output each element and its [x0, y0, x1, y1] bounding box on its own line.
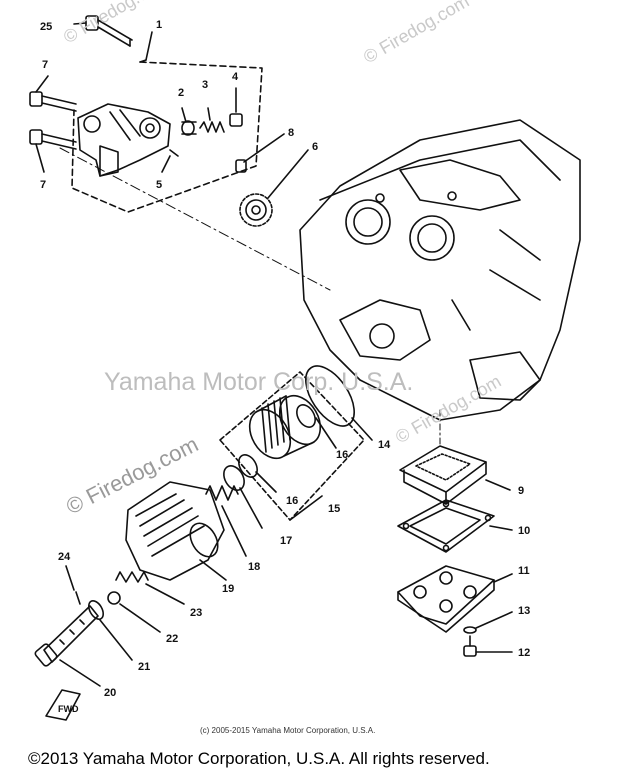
part-label-16-upper: 16	[336, 449, 348, 461]
part-label-9: 9	[518, 485, 524, 497]
spring-23	[115, 571, 185, 605]
crankcase	[299, 119, 581, 421]
part-label-7-upper: 7	[42, 59, 48, 71]
oil-pump-body	[77, 103, 171, 177]
oil-pan-cover-11	[397, 565, 513, 633]
part-label-25: 25	[40, 21, 52, 33]
part-label-6: 6	[312, 141, 318, 153]
svg-text:FWD: FWD	[58, 704, 79, 714]
spring-3	[199, 107, 225, 133]
footer-copyright: ©2013 Yamaha Motor Corporation, U.S.A. A…	[28, 749, 490, 768]
washer-16	[238, 454, 277, 493]
part-label-10: 10	[518, 525, 530, 537]
plug-4	[229, 87, 243, 127]
part-label-2: 2	[178, 87, 184, 99]
part-label-22: 22	[166, 633, 178, 645]
gasket-10	[397, 499, 513, 553]
o-ring-21	[87, 600, 133, 661]
pump-assembly-bracket	[71, 31, 263, 213]
part-label-21: 21	[138, 661, 150, 673]
spring-18	[205, 485, 247, 557]
yamaha-watermark: Yamaha Motor Corp. U.S.A.	[104, 368, 414, 396]
part-label-19: 19	[222, 583, 234, 595]
part-label-18: 18	[248, 561, 260, 573]
seal-17	[223, 465, 263, 529]
bolt-12	[463, 635, 513, 657]
pump-drive-gear-6	[239, 149, 309, 227]
bolt-7-lower	[29, 129, 77, 173]
oil-filter-element-16	[248, 394, 337, 460]
part-label-23: 23	[190, 607, 202, 619]
small-copyright: (c) 2005-2015 Yamaha Motor Corporation, …	[200, 726, 376, 735]
part-label-16-lower: 16	[286, 495, 298, 507]
part-label-4: 4	[232, 71, 239, 83]
pin-8	[235, 133, 285, 173]
part-label-14: 14	[378, 439, 391, 451]
bolt-7-upper	[29, 75, 77, 112]
part-label-1: 1	[156, 19, 162, 31]
pin-5	[161, 149, 179, 173]
part-label-17: 17	[280, 535, 292, 547]
filter-cover-19	[125, 481, 227, 581]
bolt-25	[73, 15, 133, 47]
drain-bolt-20	[34, 605, 101, 687]
part-label-7-lower: 7	[40, 179, 46, 191]
part-label-3: 3	[202, 79, 208, 91]
plunger-2	[181, 107, 197, 136]
part-label-8: 8	[288, 127, 294, 139]
part-label-11: 11	[518, 565, 530, 577]
part-label-5: 5	[156, 179, 162, 191]
washer-13	[463, 611, 513, 634]
part-number-labels: 25 1 7 2 3 4 8 6 7 5 14 16 9 16 15 17 10…	[40, 19, 530, 699]
part-label-12: 12	[518, 647, 530, 659]
pin-24	[65, 565, 81, 605]
part-label-15: 15	[328, 503, 340, 515]
part-label-13: 13	[518, 605, 530, 617]
part-label-20: 20	[104, 687, 116, 699]
front-arrow-icon: FWD	[45, 689, 81, 721]
ball-22	[107, 591, 161, 633]
filter-group-bracket-15	[219, 371, 365, 521]
part-label-24: 24	[58, 551, 71, 563]
